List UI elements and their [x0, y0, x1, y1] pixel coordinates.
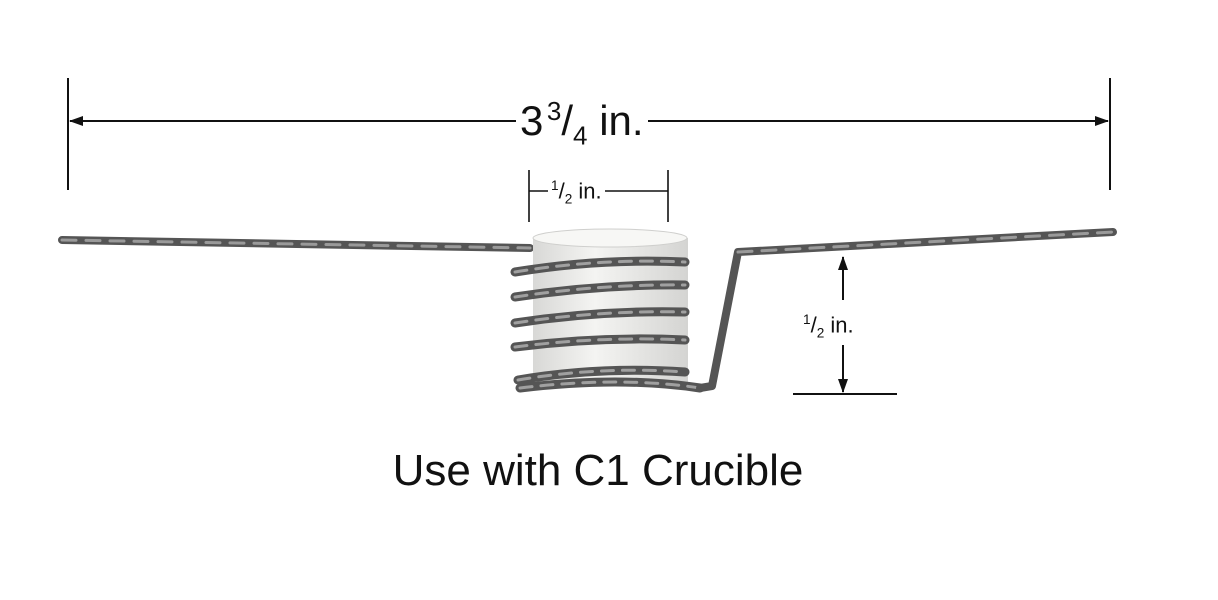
left-wire: [58, 236, 534, 252]
coil-height-dimension: [793, 256, 897, 395]
overall-length-label: 3 3/4 in.: [516, 96, 648, 152]
crucible-diameter-label: 1/2 in.: [548, 178, 605, 207]
wire-coil: [510, 256, 705, 393]
right-wire: [696, 228, 1117, 392]
caption: Use with C1 Crucible: [392, 446, 804, 495]
crucible: [532, 228, 688, 383]
coil-height-label: 1/2 in.: [803, 310, 854, 343]
